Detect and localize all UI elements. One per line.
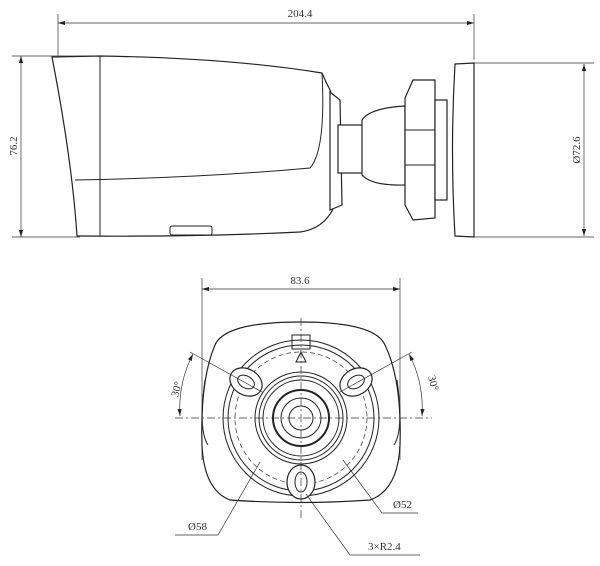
housing-outline bbox=[201, 321, 401, 504]
swivel-joint bbox=[361, 105, 406, 186]
camera-housing bbox=[51, 55, 339, 237]
angle-arc-right bbox=[408, 353, 425, 417]
inner-circle-leader bbox=[342, 459, 418, 514]
outer-circle-label: Ø58 bbox=[188, 521, 207, 533]
angle-arc-left bbox=[177, 353, 194, 417]
outer-circle-leader bbox=[175, 461, 261, 536]
side-view: 204.4 76.2 Ø72.6 bbox=[8, 8, 594, 238]
angle-left-label: 30° bbox=[169, 380, 185, 398]
inner-circle-label: Ø52 bbox=[393, 499, 412, 511]
mount-base bbox=[451, 62, 475, 238]
bottom-view: 83.6 30° bbox=[169, 275, 441, 556]
mount-nut bbox=[404, 79, 436, 221]
height-label: 76.2 bbox=[8, 136, 20, 155]
angle-right-label: 30° bbox=[425, 374, 441, 392]
mount-hole-left bbox=[229, 367, 263, 397]
mount-diameter-label: Ø72.6 bbox=[571, 136, 583, 164]
hole-label: 3×R2.4 bbox=[368, 541, 401, 553]
hole-leader bbox=[305, 493, 420, 556]
width-label: 83.6 bbox=[290, 275, 310, 287]
mount-hole-right bbox=[339, 367, 373, 397]
length-label: 204.4 bbox=[288, 8, 313, 20]
bottom-button bbox=[169, 225, 213, 236]
